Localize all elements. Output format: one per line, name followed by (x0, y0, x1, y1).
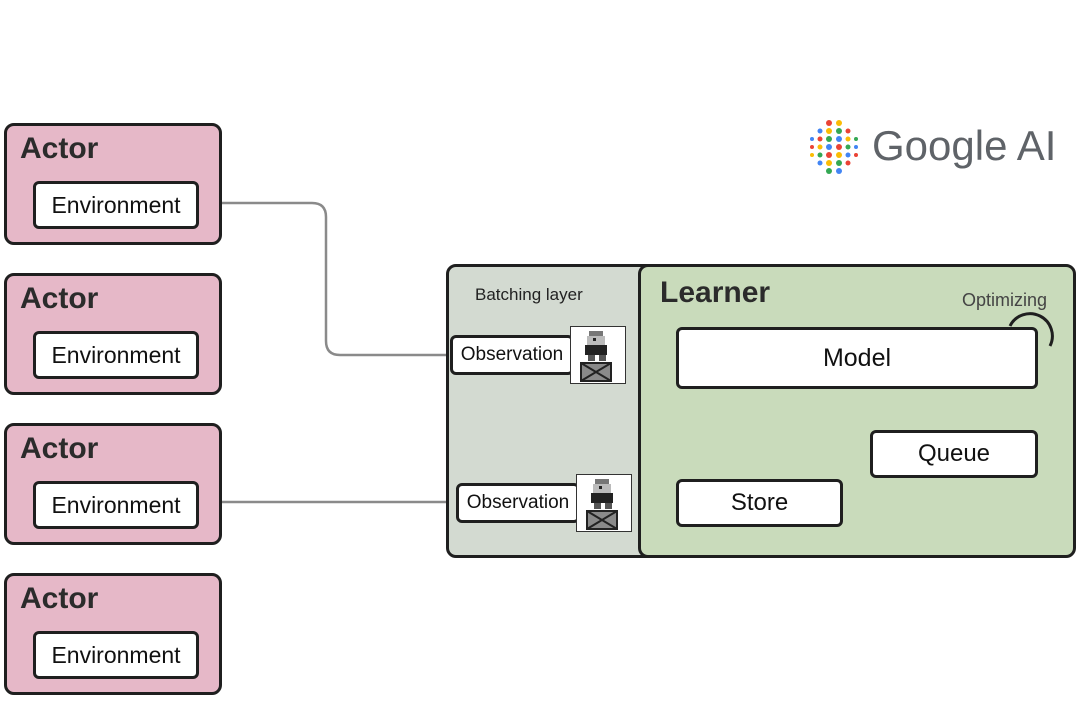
environment-box: Environment (33, 181, 199, 229)
environment-box: Environment (33, 631, 199, 679)
environment-box: Environment (33, 331, 199, 379)
wire-actor1-observation1 (198, 201, 452, 357)
actor-box-3: Actor Environment (4, 423, 222, 545)
learner-title: Learner (660, 276, 771, 309)
game-sprite-icon (570, 326, 626, 384)
google-dots-icon (810, 120, 858, 174)
actor-title: Actor (20, 282, 99, 315)
model-box: Model (676, 327, 1038, 389)
google-ai-logo: Google AI (808, 116, 1056, 176)
logo-text: Google AI (872, 122, 1057, 169)
actor-title: Actor (20, 432, 99, 465)
actor-box-2: Actor Environment (4, 273, 222, 395)
batching-layer-label: Batching layer (475, 285, 583, 304)
optimizing-label: Optimizing (962, 290, 1048, 310)
store-box: Store (676, 479, 843, 527)
observation-box-1: Observation (450, 335, 574, 375)
actor-box-4: Actor Environment (4, 573, 222, 695)
queue-box: Queue (870, 430, 1038, 478)
observation-box-2: Observation (456, 483, 580, 523)
actor-box-1: Actor Environment (4, 123, 222, 245)
actor-title: Actor (20, 132, 99, 165)
actor-title: Actor (20, 582, 99, 615)
optimizing-spinner-icon (1008, 312, 1054, 347)
game-sprite-icon (576, 474, 632, 532)
environment-box: Environment (33, 481, 199, 529)
